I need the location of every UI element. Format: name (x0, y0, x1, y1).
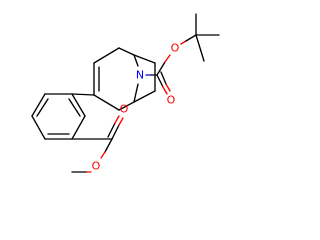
atom-label-o-boc-ether: O (171, 42, 180, 55)
boc-group-bonds (145, 13, 220, 95)
bond-carbamate-c-carbonyl (156, 74, 164, 88)
bond-ether-o-tbu-o-half (180, 40, 187, 45)
bond-ester-c-carbonyl-double (107, 122, 116, 138)
bond-c2-c1 (118, 47, 135, 56)
bond-ring-a6-a1 (71, 93, 86, 117)
bond-c6-c3 (93, 94, 120, 111)
bond-c1-c7a (133, 54, 156, 64)
molecule-structure-diagram: N O O O O (31, 13, 220, 173)
bond-carbamate-c-ether-o-half (164, 54, 171, 63)
bond-c1-n (133, 54, 139, 67)
bicyclic-core-bonds (93, 47, 156, 111)
atom-labels: N O O O O (92, 42, 180, 173)
bond-c5-c6 (118, 101, 135, 111)
bond-carbamate-c-ether (156, 61, 166, 76)
atom-label-o-ester-carbonyl: O (120, 103, 129, 116)
bond-ester-c-ether (104, 138, 113, 153)
bond-ester-c-carbonyl (111, 124, 120, 140)
atom-label-n-bridge: N (136, 69, 144, 82)
bond-n-c5 (133, 83, 139, 103)
atom-label-o-boc-carbonyl: O (167, 94, 176, 107)
bond-ester-carbonyl-o-double-half (114, 115, 120, 124)
bond-tbu-methyl-down (195, 34, 205, 62)
bond-ester-ether-o-half (100, 151, 106, 159)
bond-c7b-c5 (133, 90, 156, 103)
bond-ether-o-tbu (185, 34, 197, 42)
bond-ring-a3-a4 (31, 115, 46, 140)
bond-carbonyl-o-half (162, 86, 168, 95)
bond-c3-aryl (71, 93, 95, 96)
bond-c4-c2 (93, 47, 120, 64)
ester-group-bonds (71, 115, 124, 173)
bond-ring-a2-a3 (31, 93, 46, 117)
bond-ring-inner-3 (68, 98, 81, 117)
bond-ring-inner-1 (36, 98, 49, 117)
bond-ring-a5-a6 (71, 115, 86, 140)
benzene-ring-bonds (31, 93, 95, 140)
bond-carbonyl-o-double-half (165, 83, 171, 92)
bond-carbamate-c-carbonyl-double (160, 71, 167, 85)
atom-label-o-ester-ether: O (92, 160, 101, 173)
bond-ester-carbonyl-o-half (118, 117, 124, 126)
